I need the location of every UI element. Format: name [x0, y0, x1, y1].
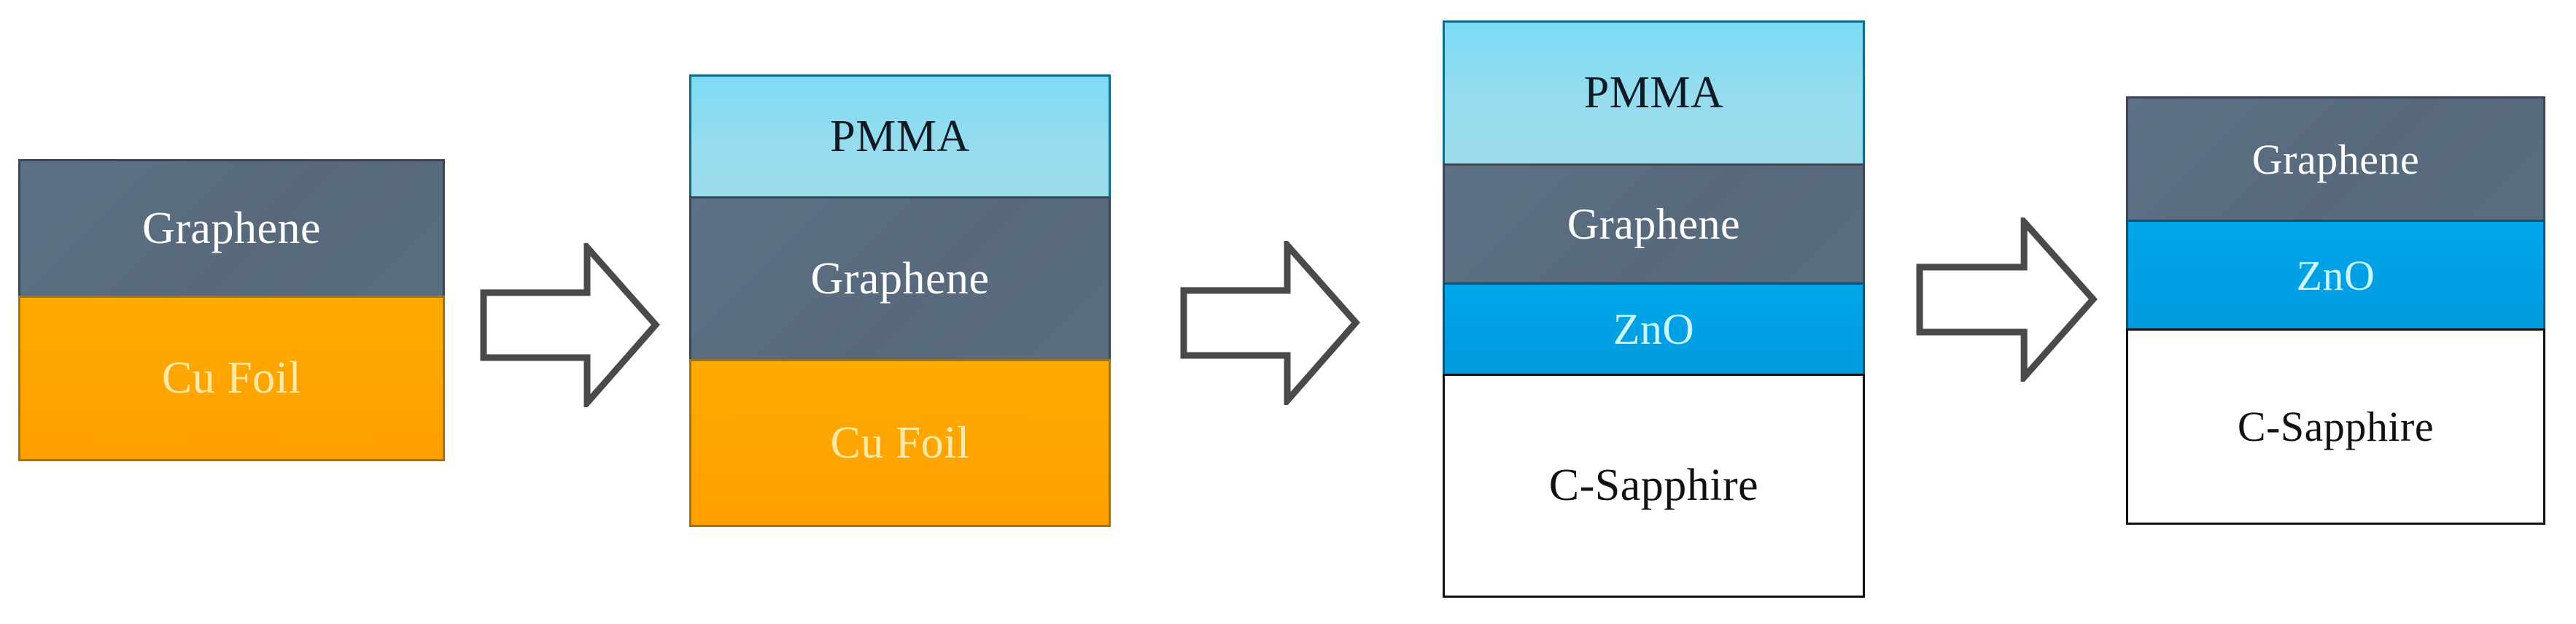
stack-step-3: PMMA Graphene ZnO C-Sapphire	[1443, 20, 1865, 600]
stack-step-1: Graphene Cu Foil	[18, 159, 445, 461]
layer-c-sapphire: C-Sapphire	[2126, 328, 2545, 525]
layer-zno: ZnO	[2126, 220, 2545, 331]
layer-graphene: Graphene	[689, 196, 1111, 361]
layer-zno: ZnO	[1443, 282, 1865, 376]
stack-step-4: Graphene ZnO C-Sapphire	[2126, 96, 2545, 527]
layer-c-sapphire: C-Sapphire	[1443, 374, 1865, 598]
process-arrow-2-icon	[1178, 241, 1360, 405]
layer-cu-foil: Cu Foil	[18, 296, 445, 461]
arrow-right-icon	[480, 243, 660, 407]
layer-pmma: PMMA	[689, 74, 1111, 199]
arrow-right-icon	[1916, 217, 2098, 382]
layer-graphene: Graphene	[18, 159, 445, 298]
layer-graphene: Graphene	[1443, 163, 1865, 285]
process-arrow-1-icon	[478, 243, 660, 407]
layer-pmma: PMMA	[1443, 20, 1865, 166]
layer-cu-foil: Cu Foil	[689, 359, 1111, 527]
layer-graphene: Graphene	[2126, 96, 2545, 222]
arrow-right-icon	[1180, 241, 1360, 405]
process-arrow-3-icon	[1914, 217, 2098, 382]
stack-step-2: PMMA Graphene Cu Foil	[689, 74, 1111, 527]
